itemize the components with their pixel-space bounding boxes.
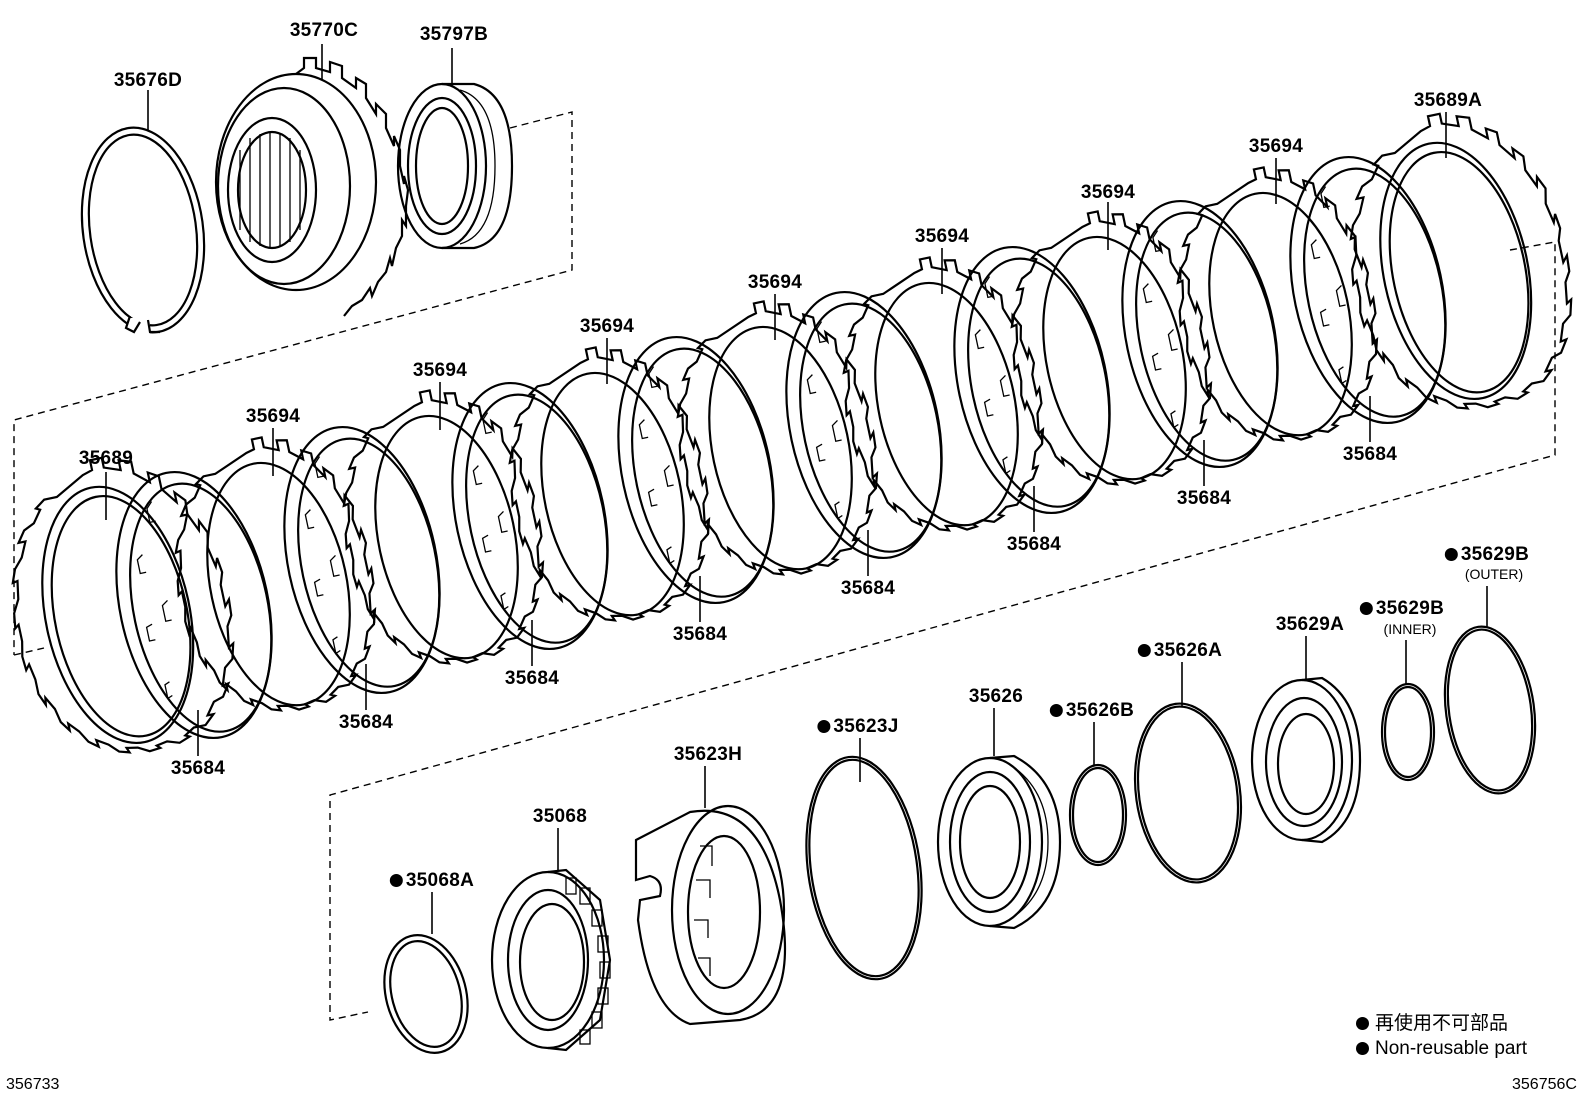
label-35623H: 35623H [673,744,743,765]
label-35068A: 35068A [389,870,474,892]
sleeve-35797B [396,48,514,250]
label-35694: 35694 [245,406,301,427]
label-35694: 35694 [1080,182,1136,203]
label-35694: 35694 [914,226,970,247]
label-35684: 35684 [170,758,226,779]
piston-35629A [1250,636,1362,844]
friction-disc-1 [92,456,296,756]
o-ring-35629B-outer [1443,586,1537,795]
non-reusable-dot [1049,704,1063,717]
legend-row-japanese: 再使用不可部品 [1356,1011,1527,1036]
label-35770C: 35770C [289,20,359,41]
label-35684: 35684 [338,712,394,733]
label-35684: 35684 [672,624,728,645]
steel-plate-1 [149,419,398,731]
friction-disc-8 [1266,141,1470,442]
label-35623J: 35623J [817,716,898,738]
steel-plate-6 [985,193,1234,505]
label-35684: 35684 [1176,488,1232,509]
non-reusable-dot [1137,644,1151,657]
friction-disc-2 [260,411,464,710]
clutch-hub-35770C [214,44,410,317]
label-35626A: 35626A [1137,640,1222,662]
label-35629B-inner: 35629B [1359,598,1444,620]
steel-plate-4 [651,283,900,595]
label-35689A: 35689A [1413,90,1483,111]
label-35626: 35626 [968,686,1024,707]
label-35684: 35684 [1006,534,1062,555]
friction-disc-5 [762,276,966,576]
label-35629A: 35629A [1275,614,1345,635]
label-35694: 35694 [1248,136,1304,157]
friction-disc-3 [428,367,632,666]
label-35068: 35068 [532,806,588,827]
non-reusable-dot [817,720,831,733]
friction-disc-6 [930,231,1134,532]
steel-plate-2 [317,372,566,684]
o-ring-35629B-inner [1380,640,1436,782]
figure-number-left: 356733 [6,1076,60,1093]
label-35694: 35694 [412,360,468,381]
sublabel-inner: (INNER) [1383,621,1437,637]
label-35684: 35684 [504,668,560,689]
o-ring-35626A [1133,662,1243,884]
non-reusable-dot [1359,602,1373,615]
steel-plate-3 [483,329,732,641]
snap-ring-35676D [80,90,206,334]
label-35626B: 35626B [1049,700,1134,722]
non-reusable-dot [389,874,403,887]
label-35797B: 35797B [419,24,489,45]
non-reusable-dot [1356,1042,1369,1055]
seal-piston-35626 [936,708,1062,930]
label-35689: 35689 [78,448,134,469]
legend: 再使用不可部品 Non-reusable part [1356,1011,1527,1061]
label-35694: 35694 [579,316,635,337]
friction-disc-4 [594,321,798,622]
friction-disc-7 [1098,185,1302,486]
legend-row-english: Non-reusable part [1356,1036,1527,1061]
label-35676D: 35676D [113,70,183,91]
steel-plate-5 [817,239,1066,551]
non-reusable-dot [1444,548,1458,561]
label-35694: 35694 [747,272,803,293]
piston-35623H [634,766,787,1026]
toothed-ring-35689 [0,436,258,775]
toothed-ring-35689A [1321,92,1592,431]
spring-retainer-35068 [490,828,612,1052]
label-35684: 35684 [1342,444,1398,465]
o-ring-35626B [1068,722,1128,867]
o-ring-35623J [805,738,923,981]
label-35684: 35684 [840,578,896,599]
figure-number-right: 356756C [1512,1076,1577,1093]
non-reusable-dot [1356,1017,1369,1030]
label-35629B-outer: 35629B [1444,544,1529,566]
sublabel-outer: (OUTER) [1464,566,1524,582]
snap-ring-35068A [383,892,469,1054]
steel-plate-7 [1151,149,1400,461]
